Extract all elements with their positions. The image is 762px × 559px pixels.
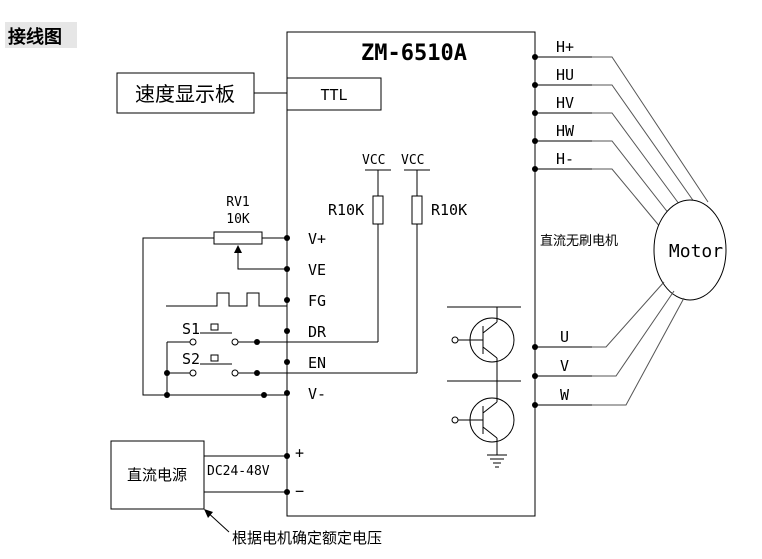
- phase-pin-dot: [532, 373, 538, 379]
- fg-pulse-waveform: [166, 292, 287, 307]
- hall-wire: [592, 84, 698, 207]
- switch-contact: [231, 369, 239, 377]
- control-pin-label: DR: [308, 323, 327, 341]
- resistor-symbol: [372, 195, 384, 225]
- phase-pin-label: W: [560, 386, 570, 404]
- pot-name: RV1: [226, 195, 249, 210]
- hall-wire: [592, 140, 674, 220]
- switch-contact: [189, 338, 197, 346]
- resistor-value: R10K: [431, 201, 467, 219]
- phase-pin-label: U: [560, 328, 569, 346]
- switch-contact: [231, 338, 239, 346]
- motor-label: Motor: [669, 241, 723, 262]
- hall-pin-dot: [532, 82, 538, 88]
- ttl-box: [286, 77, 382, 111]
- hall-pin-label: HU: [556, 66, 574, 84]
- power-transistor-symbol: [447, 306, 521, 382]
- phase-pin-dot: [532, 402, 538, 408]
- hall-pin-group: H+ HU HV HW H-: [532, 38, 592, 172]
- hall-pin-label: HW: [556, 122, 575, 140]
- hall-pin-dot: [532, 110, 538, 116]
- hall-wire: [592, 112, 686, 213]
- vcc-label: VCC: [362, 153, 385, 168]
- hall-pin-label: H+: [556, 38, 574, 56]
- power-note: 根据电机确定额定电压: [232, 529, 382, 547]
- resistor-value: R10K: [328, 201, 364, 219]
- heading-background: [5, 22, 77, 48]
- phase-wire: [592, 297, 685, 406]
- pullup-resistor-1: VCC R10K: [328, 153, 391, 342]
- control-pin-group: V+ VE FG DR EN V-: [284, 230, 327, 403]
- note-arrow-icon: [204, 509, 213, 518]
- switch-label: S1: [182, 320, 200, 338]
- control-pin-label: FG: [308, 292, 326, 310]
- controller-model: ZM-6510A: [361, 41, 467, 66]
- phase-pin-dot: [532, 344, 538, 350]
- phase-pin-label: V: [560, 357, 569, 375]
- control-pin-dot: [284, 328, 290, 334]
- power-transistor-symbol: [451, 381, 515, 455]
- control-pin-label: EN: [308, 354, 326, 372]
- pot-left-wire: [142, 237, 287, 396]
- hall-wire: [592, 168, 662, 229]
- phase-wire: [592, 281, 665, 348]
- power-supply-label: 直流电源: [127, 466, 187, 484]
- power-supply-box: [110, 440, 205, 510]
- switch-label: S2: [182, 350, 200, 368]
- switch-button: [210, 323, 219, 331]
- hall-pin-label: HV: [556, 94, 574, 112]
- pot-value: 10K: [226, 212, 250, 227]
- ttl-label: TTL: [320, 86, 347, 104]
- motor-symbol: [653, 199, 727, 301]
- phase-pin-group: U V W: [532, 328, 592, 408]
- potentiometer-symbol: [213, 231, 263, 245]
- control-pin-label: V+: [308, 230, 326, 248]
- wiper-arrow-icon: [234, 245, 242, 253]
- control-pin-label: V-: [308, 385, 326, 403]
- hall-pin-dot: [532, 166, 538, 172]
- hall-pin-dot: [532, 54, 538, 60]
- wiper-wire: [237, 253, 287, 270]
- resistor-symbol: [411, 195, 423, 225]
- power-voltage: DC24-48V: [207, 464, 270, 479]
- power-plus-label: +: [295, 444, 304, 462]
- control-pin-dot: [284, 297, 290, 303]
- vcc-label: VCC: [401, 153, 424, 168]
- switch-button: [210, 354, 219, 362]
- pullup-resistor-2: VCC R10K: [401, 153, 467, 373]
- speed-display-label: 速度显示板: [135, 82, 235, 106]
- hall-wire: [592, 56, 709, 203]
- speed-display-box: [116, 72, 255, 114]
- hall-pin-label: H-: [556, 150, 574, 168]
- power-minus-label: −: [295, 482, 304, 500]
- phase-wire: [592, 290, 675, 377]
- diagram-heading: 接线图: [8, 26, 62, 48]
- motor-type: 直流无刷电机: [540, 234, 618, 249]
- control-pin-dot: [284, 359, 290, 365]
- switch-contact: [189, 369, 197, 377]
- control-pin-label: VE: [308, 261, 326, 279]
- hall-pin-dot: [532, 138, 538, 144]
- ground-icon: [487, 454, 507, 468]
